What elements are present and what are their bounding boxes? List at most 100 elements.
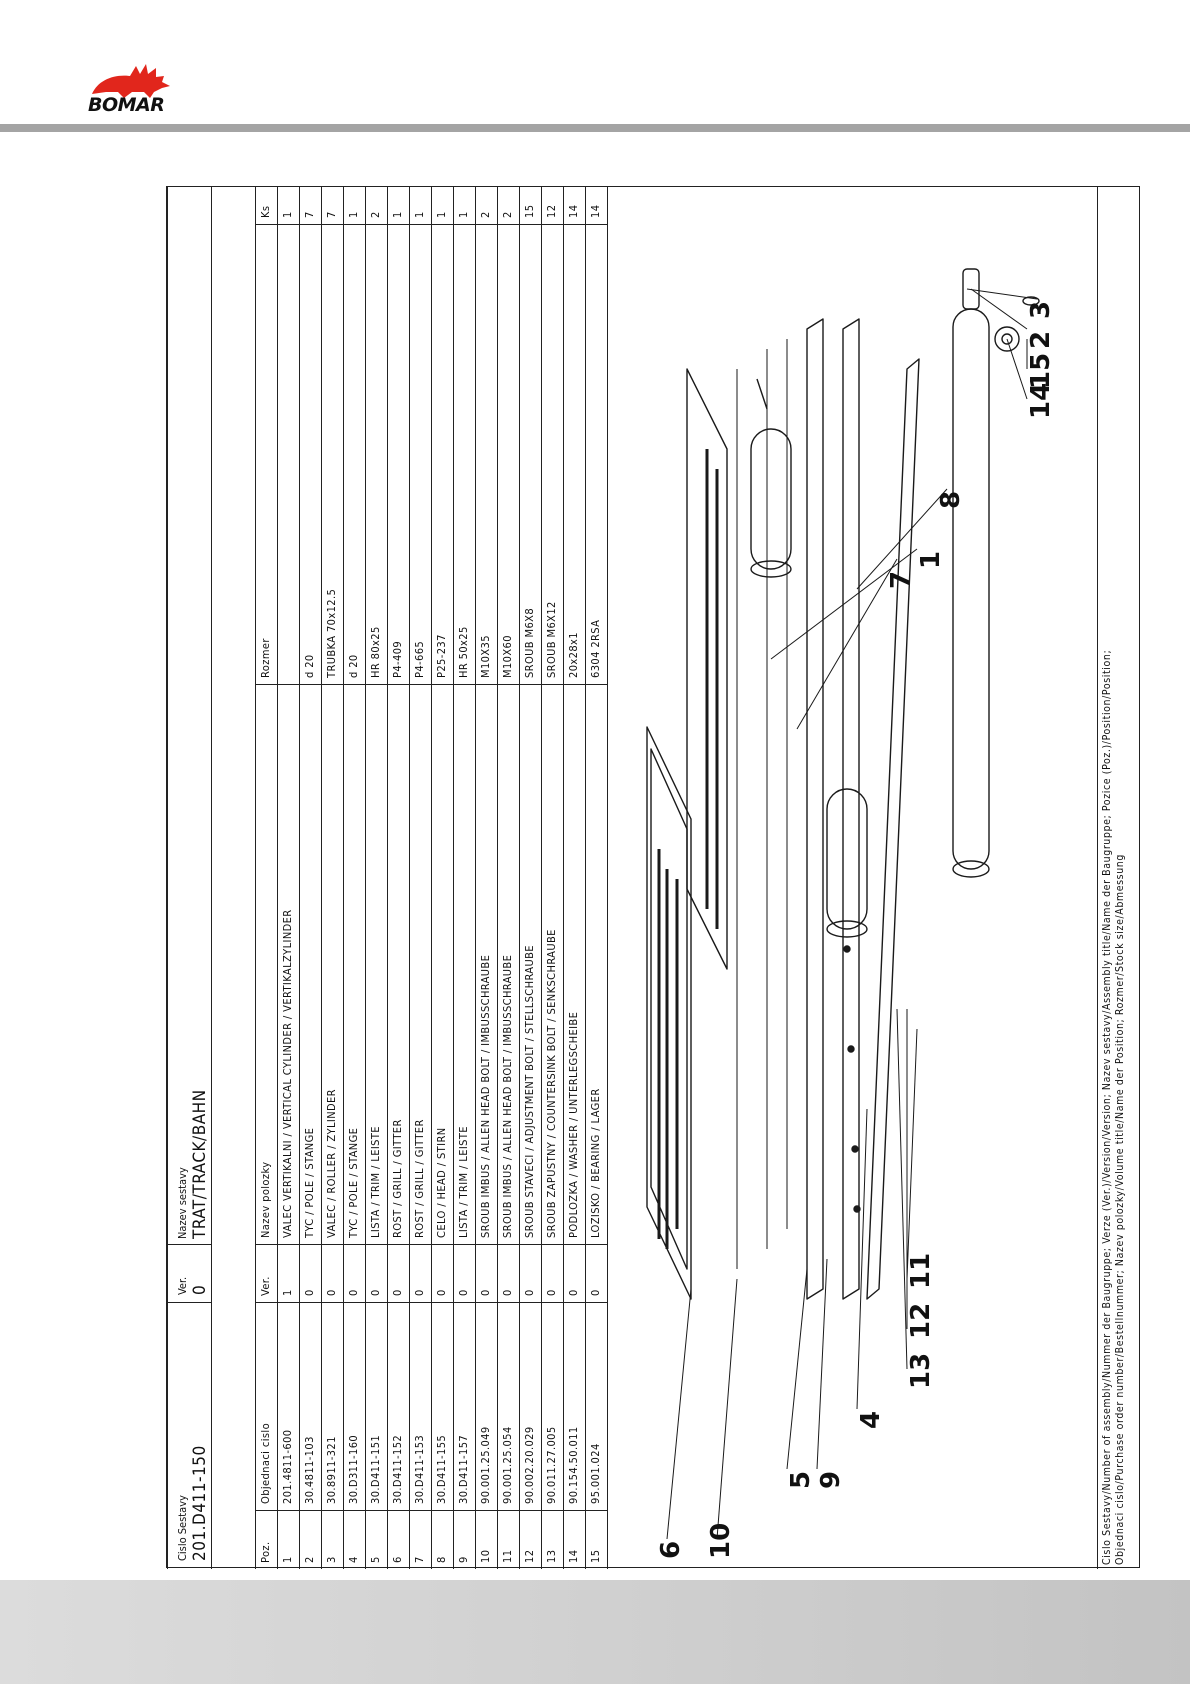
table-cell: VALEC / ROLLER / ZYLINDER bbox=[321, 685, 343, 1245]
table-cell: 3 bbox=[325, 1556, 338, 1563]
table-cell: 7 bbox=[321, 187, 343, 225]
assembly-number-label: Cislo Sestavy bbox=[176, 1495, 189, 1561]
table-cell: 30.4811-103 bbox=[299, 1303, 321, 1511]
table-header-cell: Poz. bbox=[259, 1541, 272, 1563]
table-header-cell: Ks bbox=[255, 187, 277, 225]
callout-number: 10 bbox=[706, 1522, 736, 1559]
table-cell: ROST / GRILL / GITTER bbox=[409, 685, 431, 1245]
washer bbox=[1022, 296, 1040, 306]
table-cell: 0 bbox=[321, 1245, 343, 1303]
table-cell: 0 bbox=[343, 1245, 365, 1303]
table-cell: 4 bbox=[347, 1556, 360, 1563]
table-cell: HR 80x25 bbox=[365, 225, 387, 685]
table-cell: 30.D411-152 bbox=[387, 1303, 409, 1511]
table-cell: 9 bbox=[457, 1556, 470, 1563]
table-cell: 14 bbox=[563, 187, 585, 225]
table-cell: 12 bbox=[541, 187, 563, 225]
table-cell: 14 bbox=[567, 1549, 580, 1563]
table-cell: SROUB STAVECI / ADJUSTMENT BOLT / STELLS… bbox=[519, 685, 541, 1245]
table-cell: 1 bbox=[409, 187, 431, 225]
table-cell: PODLOZKA / WASHER / UNTERLEGSCHEIBE bbox=[563, 685, 585, 1245]
table-cell: 0 bbox=[541, 1245, 563, 1303]
table-cell: 0 bbox=[365, 1245, 387, 1303]
page-header: BOMAR bbox=[0, 0, 1190, 140]
frame-rail bbox=[806, 318, 824, 1300]
table-cell: 95.001.024 bbox=[585, 1303, 607, 1511]
table-cell: 0 bbox=[519, 1245, 541, 1303]
table-cell: 1 bbox=[431, 187, 453, 225]
table-cell: 15 bbox=[519, 187, 541, 225]
table-cell bbox=[277, 225, 299, 685]
table-cell: SROUB ZAPUSTNY / COUNTERSINK BOLT / SENK… bbox=[541, 685, 563, 1245]
table-cell: 11 bbox=[501, 1549, 514, 1563]
dinosaur-icon bbox=[92, 64, 170, 98]
callout-number: 9 bbox=[816, 1470, 846, 1489]
table-cell: d 20 bbox=[299, 225, 321, 685]
table-cell: SROUB M6X8 bbox=[519, 225, 541, 685]
table-cell: LISTA / TRIM / LEISTE bbox=[365, 685, 387, 1245]
table-header-cell: Rozmer bbox=[255, 225, 277, 685]
table-cell: 1 bbox=[343, 187, 365, 225]
table-header-cell: Ver. bbox=[255, 1245, 277, 1303]
drawing-sheet: Cislo Sestavy 201.D411-150 Ver. 0 Nazev … bbox=[166, 186, 1141, 1569]
table-cell: 10 bbox=[479, 1549, 492, 1563]
callout-number: 4 bbox=[856, 1410, 886, 1429]
table-cell: d 20 bbox=[343, 225, 365, 685]
header-rule bbox=[0, 124, 1190, 132]
table-rule bbox=[167, 187, 168, 1569]
table-cell: 0 bbox=[475, 1245, 497, 1303]
footer-band bbox=[0, 1580, 1190, 1684]
table-cell: M10X60 bbox=[497, 225, 519, 685]
legend: Cislo Sestavy/Number of assembly/Nummer … bbox=[1101, 191, 1127, 1565]
table-cell: 0 bbox=[563, 1245, 585, 1303]
table-cell: 90.011.27.005 bbox=[541, 1303, 563, 1511]
bearing bbox=[994, 326, 1020, 352]
table-cell: 1 bbox=[277, 1245, 299, 1303]
table-cell: 2 bbox=[365, 187, 387, 225]
table-cell: 201.4811-600 bbox=[277, 1303, 299, 1511]
assembly-drawing bbox=[646, 268, 1040, 1540]
table-cell: M10X35 bbox=[475, 225, 497, 685]
table-cell: 0 bbox=[409, 1245, 431, 1303]
table-cell: LOZISKO / BEARING / LAGER bbox=[585, 685, 607, 1245]
table-header-cell: Nazev polozky bbox=[255, 685, 277, 1245]
callout-number: 3 bbox=[1026, 300, 1056, 319]
table-rule bbox=[167, 1244, 211, 1245]
table-cell: 20x28x1 bbox=[563, 225, 585, 685]
table-cell: HR 50x25 bbox=[453, 225, 475, 685]
table-cell: 13 bbox=[545, 1549, 558, 1563]
table-cell: P25-237 bbox=[431, 225, 453, 685]
table-cell: SROUB IMBUS / ALLEN HEAD BOLT / IMBUSSCH… bbox=[497, 685, 519, 1245]
callout-number: 1 bbox=[916, 550, 946, 569]
table-cell: 7 bbox=[299, 187, 321, 225]
table-cell: 1 bbox=[453, 187, 475, 225]
table-cell: VALEC VERTIKALNI / VERTICAL CYLINDER / V… bbox=[277, 685, 299, 1245]
table-cell: 1 bbox=[281, 1556, 294, 1563]
table-cell: P4-409 bbox=[387, 225, 409, 685]
table-cell: TYC / POLE / STANGE bbox=[343, 685, 365, 1245]
assembly-name-label: Nazev sestavy bbox=[176, 1167, 189, 1239]
legend-line-1: Cislo Sestavy/Number of assembly/Nummer … bbox=[1101, 649, 1113, 1565]
table-cell: 0 bbox=[387, 1245, 409, 1303]
table-cell: 5 bbox=[369, 1556, 382, 1563]
table-cell: 2 bbox=[497, 187, 519, 225]
table-cell: ROST / GRILL / GITTER bbox=[387, 685, 409, 1245]
table-cell: 0 bbox=[299, 1245, 321, 1303]
table-cell: 2 bbox=[303, 1556, 316, 1563]
rotated-sheet-content: Cislo Sestavy 201.D411-150 Ver. 0 Nazev … bbox=[167, 187, 1141, 1569]
table-cell: 8 bbox=[435, 1556, 448, 1563]
table-cell: SROUB IMBUS / ALLEN HEAD BOLT / IMBUSSCH… bbox=[475, 685, 497, 1245]
grill-panel bbox=[646, 726, 692, 1300]
vertical-cylinder bbox=[750, 428, 792, 570]
